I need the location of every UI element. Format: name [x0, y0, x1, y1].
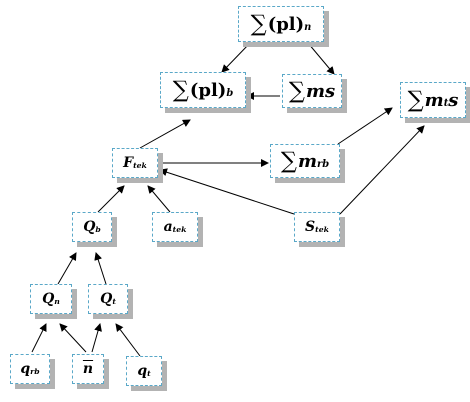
- node-base: S: [305, 219, 316, 235]
- node-subscript: t: [147, 369, 151, 379]
- edge-sum-mrb-to-sum-mts: [337, 107, 393, 145]
- edge-q-t-to-q-b: [94, 252, 107, 285]
- node-base: (pl): [189, 79, 227, 101]
- sigma-symbol: ∑: [407, 87, 424, 113]
- node-subscript: b: [95, 225, 101, 235]
- edge-s-tek-to-sum-mts: [339, 125, 425, 215]
- edge-a-tek-to-f-tek: [147, 185, 171, 213]
- sum-pl-n-node: ∑(pl)n: [238, 6, 324, 42]
- node-base: n: [82, 361, 94, 377]
- sigma-symbol: ∑: [172, 77, 189, 103]
- edge-sum-pl-n-to-sum-pl-b: [221, 42, 251, 73]
- node-subscript: b: [226, 87, 234, 99]
- edge-f-tek-to-sum-pl-b: [139, 119, 191, 149]
- node-subscript: rb: [317, 158, 330, 170]
- node-base: m: [297, 150, 317, 172]
- node-base: q: [137, 363, 148, 379]
- node-subscript: tek: [133, 161, 147, 171]
- sigma-symbol: ∑: [250, 11, 267, 37]
- node-subscript: n: [304, 21, 312, 33]
- node-subscript: tek: [315, 225, 329, 235]
- edge-q-b-to-f-tek: [97, 185, 125, 213]
- node-subscript: n: [54, 297, 60, 307]
- node-subscript: rb: [30, 367, 40, 377]
- node-base: q: [20, 361, 31, 377]
- node-base: Q: [83, 219, 96, 235]
- node-base: m: [424, 89, 444, 111]
- node-tail: s: [448, 89, 459, 111]
- edge-n-bar-to-q-n: [59, 323, 87, 353]
- node-base: a: [163, 219, 173, 235]
- n-bar-node: n: [72, 354, 104, 384]
- node-base: (pl): [267, 13, 305, 35]
- edge-s-tek-to-f-tek: [159, 168, 295, 215]
- edge-q-n-to-q-b: [57, 252, 77, 285]
- node-base: Q: [42, 291, 55, 307]
- edge-sum-pl-n-to-sum-ms: [307, 42, 335, 75]
- node-base: F: [123, 155, 134, 171]
- sigma-symbol: ∑: [288, 78, 305, 104]
- node-base: Q: [100, 291, 113, 307]
- edge-q-t-low-to-q-t: [115, 323, 141, 357]
- node-subscript: tek: [172, 225, 187, 235]
- node-base: ms: [305, 80, 336, 102]
- sum-ms-node: ∑ms: [282, 74, 342, 108]
- sum-pl-b-node: ∑(pl)b: [160, 72, 246, 108]
- edge-n-bar-to-q-t: [91, 323, 102, 353]
- sigma-symbol: ∑: [280, 148, 297, 174]
- node-subscript: t: [443, 97, 449, 109]
- edge-q-rb-to-q-n: [31, 323, 47, 353]
- node-subscript: t: [112, 297, 116, 307]
